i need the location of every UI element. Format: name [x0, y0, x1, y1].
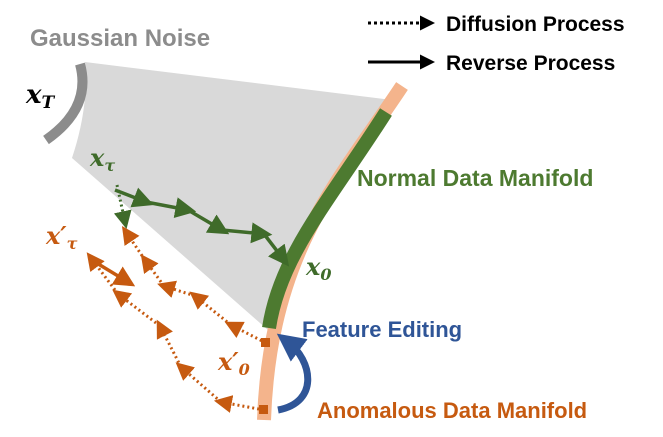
normal-manifold-label: Normal Data Manifold [357, 165, 593, 191]
xtau-label: xτ [89, 143, 115, 175]
xT-label: xT [25, 80, 56, 113]
diffusion-process-path-upper [121, 226, 267, 345]
diffusion-process-path-lower [86, 252, 265, 413]
xtau-dotted-connector [113, 184, 132, 230]
feature-editing-label: Feature Editing [302, 317, 462, 342]
x0-label: x0 [305, 252, 331, 284]
gaussian-noise-label: Gaussian Noise [30, 25, 210, 52]
reverse-process-path [114, 187, 290, 267]
x0-prime-label: x′0 [217, 347, 250, 379]
x0-prime-marker-upper [261, 338, 270, 347]
anomalous-reverse-arrow [94, 260, 136, 287]
x0-prime-marker-lower [259, 405, 268, 414]
xtau-prime-label: x′τ [45, 221, 78, 253]
gaussian-noise-arc [43, 62, 88, 145]
feature-editing-arrow [276, 333, 312, 414]
anomalous-manifold-label: Anomalous Data Manifold [317, 398, 587, 423]
normal-data-manifold [262, 108, 392, 330]
legend-diffusion-label: Diffusion Process [446, 13, 625, 36]
legend-reverse-label: Reverse Process [446, 52, 615, 75]
noise-cone-region [72, 62, 392, 330]
